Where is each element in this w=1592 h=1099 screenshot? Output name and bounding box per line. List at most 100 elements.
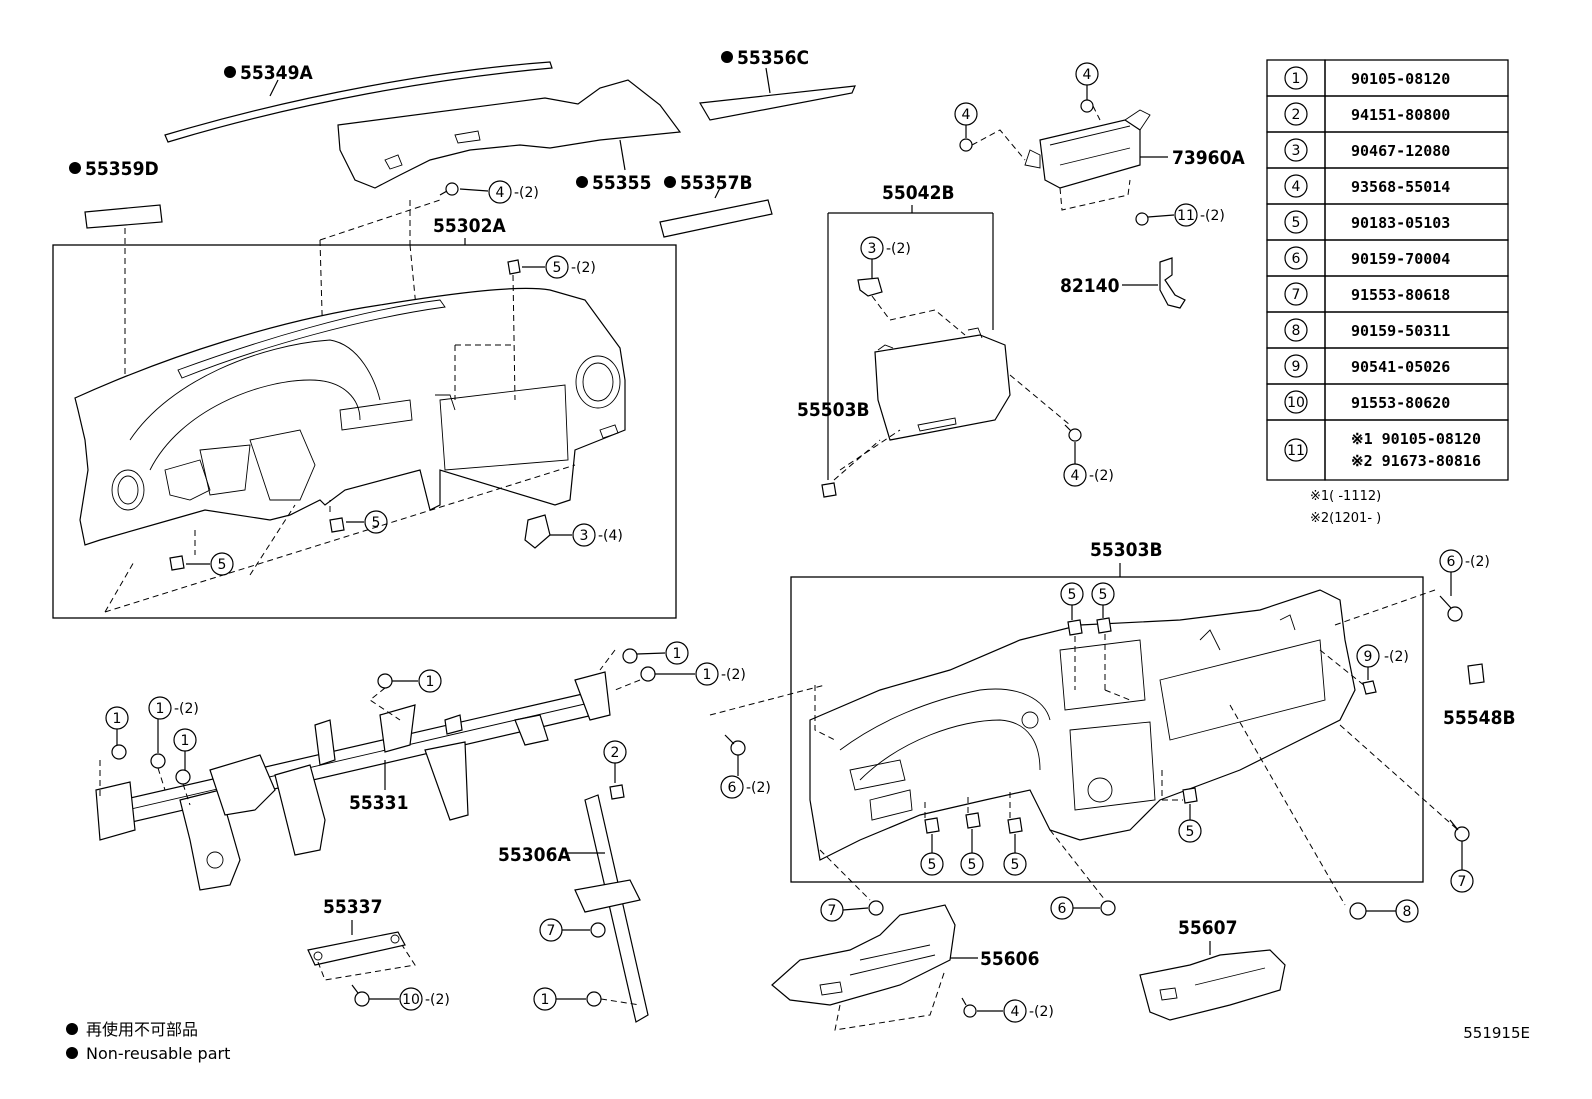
trim-55359D <box>84 204 163 229</box>
callout-3: 3 <box>580 528 589 544</box>
callout-9: 9 <box>1364 649 1373 665</box>
table-row: 8 90159-50311 <box>1266 311 1509 349</box>
callout-circle <box>1063 463 1087 487</box>
trim-55357B <box>659 199 773 238</box>
part-label-55306A: 55306A <box>498 844 571 866</box>
quantity-label: -(2) <box>514 185 539 201</box>
screw-icon <box>961 997 977 1018</box>
part-label-55606: 55606 <box>980 948 1039 970</box>
quantity-label: -(2) <box>1200 208 1225 224</box>
table-ref-number: 9 <box>1292 359 1301 375</box>
part-label-55303B: 55303B <box>1090 539 1163 561</box>
callout-circle <box>1284 438 1308 462</box>
callout-circle <box>1003 999 1027 1023</box>
legend-japanese: 再使用不可部品 <box>86 1020 198 1039</box>
bolt-icon <box>111 744 127 760</box>
clip-icon <box>965 812 981 829</box>
quantity-label: -(2) <box>1465 554 1490 570</box>
part-label-55607: 55607 <box>1178 917 1237 939</box>
bolt-icon <box>1100 900 1116 916</box>
callout-1: 1 <box>156 701 165 717</box>
callout-10: 10 <box>402 992 420 1008</box>
callout-3: 3 <box>868 241 877 257</box>
callout-11: 11 <box>1177 208 1195 224</box>
table-ref-number: 7 <box>1292 287 1301 303</box>
bolt-icon <box>1449 819 1470 842</box>
callout-5: 5 <box>1068 587 1077 603</box>
bolt-icon <box>586 991 602 1007</box>
table-part-number: 90105-08120 <box>1351 70 1450 88</box>
table-part-number: 91553-80620 <box>1351 394 1450 412</box>
bullet-icon <box>69 162 81 174</box>
callout-4: 4 <box>962 107 971 123</box>
callout-circle <box>720 775 744 799</box>
callout-circle <box>1284 138 1308 162</box>
bullet-icon <box>66 1023 78 1035</box>
trim-55349A <box>164 61 553 143</box>
part-label-55356C: 55356C <box>737 47 809 69</box>
bullet-icon <box>664 176 676 188</box>
callout-5: 5 <box>553 260 562 276</box>
bolt-icon <box>175 769 191 785</box>
callout-circle <box>1174 203 1198 227</box>
callout-4: 4 <box>1011 1004 1020 1020</box>
callout-circle <box>695 662 719 686</box>
legend-english: Non-reusable part <box>86 1044 230 1063</box>
bullet-icon <box>721 51 733 63</box>
table-part-number: 93568-55014 <box>1351 178 1450 196</box>
callout-circle <box>1284 282 1308 306</box>
table-row: 11※1 90105-08120※2 91673-80816 <box>1266 419 1509 481</box>
bolt-icon <box>377 673 393 689</box>
bolt-icon <box>1439 595 1463 622</box>
callout-circle <box>399 987 423 1011</box>
callout-7: 7 <box>1458 874 1467 890</box>
bracket-icon <box>524 514 551 549</box>
callout-5: 5 <box>218 557 227 573</box>
reinforcement-55331 <box>95 671 611 891</box>
callout-5: 5 <box>1186 824 1195 840</box>
nut-icon <box>609 784 625 800</box>
callout-circle <box>148 696 172 720</box>
clip-icon <box>1182 787 1198 804</box>
bolt-icon <box>640 666 656 682</box>
table-part-number: 90541-05026 <box>1351 358 1450 376</box>
table-row: 1 90105-08120 <box>1266 59 1509 97</box>
part-label-55355: 55355 <box>592 172 651 194</box>
callout-1: 1 <box>181 733 190 749</box>
trim-55356C <box>699 67 856 121</box>
part-label-55331: 55331 <box>349 792 408 814</box>
callout-circle <box>1284 246 1308 270</box>
bolt-icon <box>868 900 884 916</box>
table-ref-number: 3 <box>1292 143 1301 159</box>
table-ref-number: 6 <box>1292 251 1301 267</box>
part-label-55337: 55337 <box>323 896 382 918</box>
table-part-number: 90159-50311 <box>1351 322 1450 340</box>
bolt-icon <box>724 734 746 756</box>
assembly-box-55302A <box>52 244 677 619</box>
quantity-label: -(4) <box>598 528 623 544</box>
module-73960A <box>1024 109 1151 189</box>
callout-5: 5 <box>1099 587 1108 603</box>
part-label-55357B: 55357B <box>680 172 753 194</box>
wire-connector-82140 <box>1159 257 1186 309</box>
table-ref-number: 4 <box>1292 179 1301 195</box>
screw-icon <box>1135 212 1149 226</box>
quantity-label: -(2) <box>571 260 596 276</box>
quantity-label: -(2) <box>1089 468 1114 484</box>
callout-7: 7 <box>828 903 837 919</box>
note-1: ※1( -1112) <box>1310 489 1381 504</box>
callout-6: 6 <box>1058 901 1067 917</box>
table-ref-number: 1 <box>1292 71 1301 87</box>
table-ref-number: 2 <box>1292 107 1301 123</box>
callout-5: 5 <box>968 857 977 873</box>
callout-circle <box>572 523 596 547</box>
screw-icon <box>439 182 459 196</box>
quantity-label: -(2) <box>886 241 911 257</box>
bracket-55606 <box>771 904 956 1006</box>
table-ref-number: 8 <box>1292 323 1301 339</box>
table-part-number: 91553-80618 <box>1351 286 1450 304</box>
